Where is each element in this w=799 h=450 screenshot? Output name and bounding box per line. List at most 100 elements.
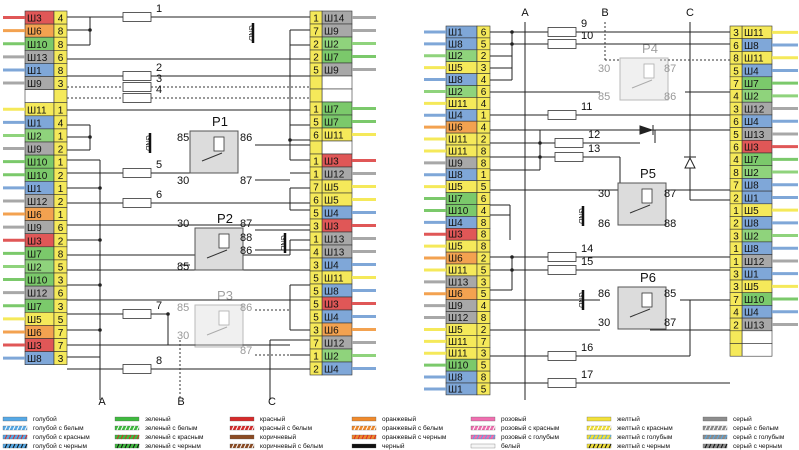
legend-stripe [365, 425, 369, 431]
pin-label: Ш7 [744, 79, 759, 90]
pin-label: Ш1 [744, 270, 759, 281]
legend-stripe [604, 425, 608, 431]
legend-label: желтый [617, 415, 640, 423]
relay-pin: 86 [598, 218, 610, 230]
legend-stripe [8, 443, 12, 449]
pin-label: Ш11 [324, 274, 344, 285]
pin-label: Ш4 [744, 66, 759, 77]
legend-stripe [480, 425, 484, 431]
legend-label: оранжевый с черным [382, 433, 447, 441]
legend-stripe [247, 425, 251, 431]
pin-number: 5 [481, 289, 487, 300]
legend-stripe [124, 443, 128, 449]
legend-stripe [604, 443, 608, 449]
pin-label: Ш7 [324, 105, 339, 116]
legend-item: зеленый [114, 415, 171, 423]
legend-item: серый с черным [702, 442, 783, 450]
pin-label: Ш11 [324, 131, 344, 142]
legend-stripe [24, 443, 28, 449]
pin-number: 1 [313, 352, 319, 363]
fuse: 9 [547, 18, 587, 37]
junction-dot [510, 268, 514, 272]
pin-label: Ш6 [448, 289, 463, 300]
relay-pin: 30 [598, 63, 610, 75]
pin-number: 3 [313, 222, 319, 233]
fuse: 10 [547, 30, 593, 49]
pin-number: 3 [58, 79, 64, 90]
pin-number: 3 [481, 277, 487, 288]
relay-switch [631, 79, 653, 89]
pin-number: 8 [481, 146, 487, 157]
fuse: 16 [547, 342, 593, 361]
ground-symbol: GND [144, 133, 152, 153]
legend-stripe [716, 434, 720, 440]
pin-label: Ш6 [27, 328, 42, 339]
legend-label: коричневый [260, 433, 296, 441]
pin-label: Ш5 [744, 206, 759, 217]
pin-number-cell [309, 75, 323, 90]
junction-dot [88, 28, 92, 32]
legend-label: голубой [33, 415, 57, 423]
diode-body [684, 156, 696, 169]
legend-stripe [136, 443, 140, 449]
pin-number: 5 [481, 265, 487, 276]
pin-number: 1 [58, 158, 64, 169]
pin-number: 4 [313, 248, 319, 259]
relay-pin: 85 [177, 302, 189, 314]
pin-number: 7 [313, 183, 319, 194]
legend-item: коричневый [229, 433, 296, 441]
legend-stripe [492, 425, 496, 431]
legend-stripe [588, 443, 592, 449]
pin-label: Ш2 [27, 132, 42, 143]
legend-stripe [132, 443, 136, 449]
pin-label: Ш11 [744, 54, 764, 65]
pin-label: Ш13 [744, 320, 765, 331]
fuse-body [547, 110, 577, 120]
pin-label: Ш12 [27, 289, 48, 300]
pin-label: Ш1 [27, 118, 42, 129]
relay-pin: 88 [664, 218, 676, 230]
legend-stripe [361, 434, 365, 440]
pin-number: 7 [313, 27, 319, 38]
junction-dot [510, 30, 514, 34]
pin-number: 1 [313, 105, 319, 116]
relay-pin: 85 [177, 261, 189, 273]
legend-swatch [351, 443, 377, 449]
legend-stripe [484, 434, 488, 440]
pin-label: Ш5 [448, 182, 463, 193]
legend-label: красный с белым [260, 424, 313, 432]
pin-number: 6 [58, 289, 64, 300]
pin-label: Ш11 [448, 337, 468, 348]
pin-number: 5 [313, 274, 319, 285]
pin-number: 2 [58, 197, 64, 208]
legend-stripe [704, 443, 708, 449]
legend-stripe [472, 425, 476, 431]
legend-stripe [373, 434, 377, 440]
legend-item: желтый [586, 415, 640, 423]
pin-number: 4 [481, 301, 487, 312]
pin-label: Ш3 [27, 236, 42, 247]
pin-number: 5 [313, 313, 319, 324]
pin-number: 8 [481, 218, 487, 229]
legend-item: голубой с белым [2, 424, 84, 432]
fuse-number: 13 [588, 143, 600, 155]
pin-number: 1 [733, 244, 739, 255]
legend-stripe [592, 443, 596, 449]
relay-name: Р5 [640, 166, 656, 181]
legend-stripe [116, 443, 120, 449]
pin-number: 7 [313, 339, 319, 350]
legend-stripe [724, 434, 728, 440]
pin-label: Ш3 [324, 157, 339, 168]
legend-label: голубой с красным [33, 433, 90, 441]
legend-item: оранжевый [351, 415, 417, 423]
pin-label: Ш4 [744, 117, 759, 128]
pin-label: Ш13 [27, 53, 48, 64]
pin-number: 5 [481, 384, 487, 395]
pin-number: 8 [58, 66, 64, 77]
pin-label: Ш13 [448, 277, 469, 288]
legend-item: красный с белым [229, 424, 313, 432]
pin-number: 2 [481, 254, 487, 265]
pin-number: 8 [733, 54, 739, 65]
pin-label: Ш2 [324, 352, 339, 363]
pin-label: Ш9 [27, 79, 42, 90]
